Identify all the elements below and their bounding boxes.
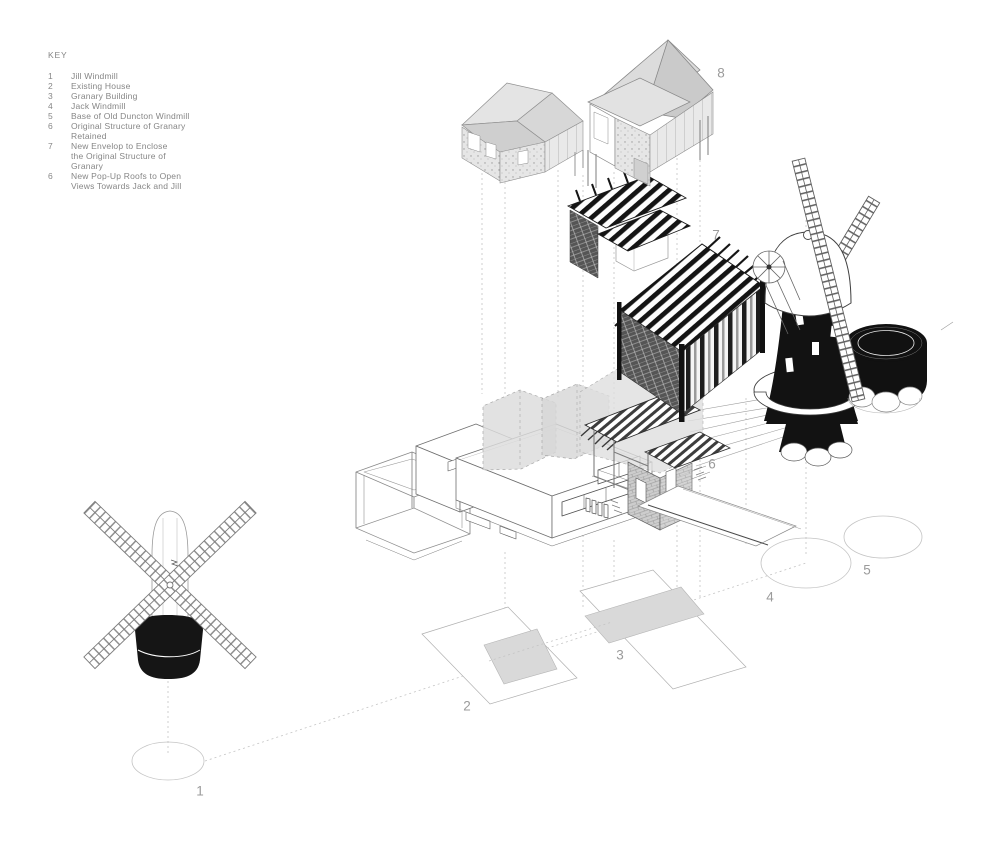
key-item-line: Granary [48, 161, 238, 171]
key-item-number: 7 [48, 141, 53, 151]
diagram-label-2: 2 [463, 698, 471, 714]
existing-house [355, 423, 711, 561]
key-item-text: New Pop-Up Roofs to Open [71, 171, 182, 181]
key-item-number: 4 [48, 101, 53, 111]
key-item-text: Granary Building [71, 91, 138, 101]
diagram-label-5: 5 [863, 562, 871, 578]
key-item-line: 1 Jill Windmill [48, 71, 238, 81]
key-item-number: 2 [48, 81, 53, 91]
jill-windmill [83, 500, 257, 679]
diagram-label-6: 6 [708, 456, 716, 472]
key-item-line: the Original Structure of [48, 151, 238, 161]
key-item-line: 5 Base of Old Duncton Windmill [48, 111, 238, 121]
key-item-line: 6 Original Structure of Granary [48, 121, 238, 131]
key-item-text: Base of Old Duncton Windmill [71, 111, 190, 121]
key-item-text: Jack Windmill [71, 101, 126, 111]
ground-ellipses [131, 515, 923, 781]
key-item-number: 6 [48, 171, 53, 181]
popup-roof-small [461, 82, 584, 184]
key-item-text: Retained [71, 131, 107, 141]
key-item-number: 3 [48, 91, 53, 101]
key-item-number [48, 131, 71, 141]
diagram-label-4: 4 [766, 589, 774, 605]
new-envelope-structure [566, 166, 767, 422]
key-item-line: Retained [48, 131, 238, 141]
diagram-label-1: 1 [196, 783, 204, 799]
jack-windmill-sail-front [791, 157, 866, 403]
key-item-line: 4 Jack Windmill [48, 101, 238, 111]
key-item-line: 2 Existing House [48, 81, 238, 91]
duncton-windmill-base [845, 324, 927, 414]
key-item-text: Existing House [71, 81, 131, 91]
key-item-text: Original Structure of Granary [71, 121, 186, 131]
diagram-label-8: 8 [717, 65, 725, 81]
fantail [752, 250, 801, 335]
key-item-text: New Envelop to Enclose [71, 141, 168, 151]
key-item-number [48, 161, 71, 171]
key-item-line: 3 Granary Building [48, 91, 238, 101]
key-item-number [48, 151, 71, 161]
key-item-line: Views Towards Jack and Jill [48, 181, 238, 191]
key-item-text: Views Towards Jack and Jill [71, 181, 182, 191]
key-item-text: the Original Structure of [71, 151, 166, 161]
popup-roof-large [587, 39, 714, 188]
key-item-number [48, 181, 71, 191]
key-title: KEY [48, 50, 68, 60]
key-legend-items: 1 Jill Windmill 2 Existing House 3 Granary Bu… [48, 71, 238, 191]
key-item-number: 1 [48, 71, 53, 81]
jack-windmill [752, 195, 881, 467]
key-item-line: 7 New Envelop to Enclose [48, 141, 238, 151]
key-item-number: 5 [48, 111, 53, 121]
key-item-number: 6 [48, 121, 53, 131]
key-item-text: Jill Windmill [71, 71, 118, 81]
ground-footprints [421, 569, 747, 705]
key-item-line: 6 New Pop-Up Roofs to Open [48, 171, 238, 181]
diagram-label-7: 7 [712, 227, 720, 243]
diagram-label-3: 3 [616, 647, 624, 663]
key-item-text: Granary [71, 161, 104, 171]
